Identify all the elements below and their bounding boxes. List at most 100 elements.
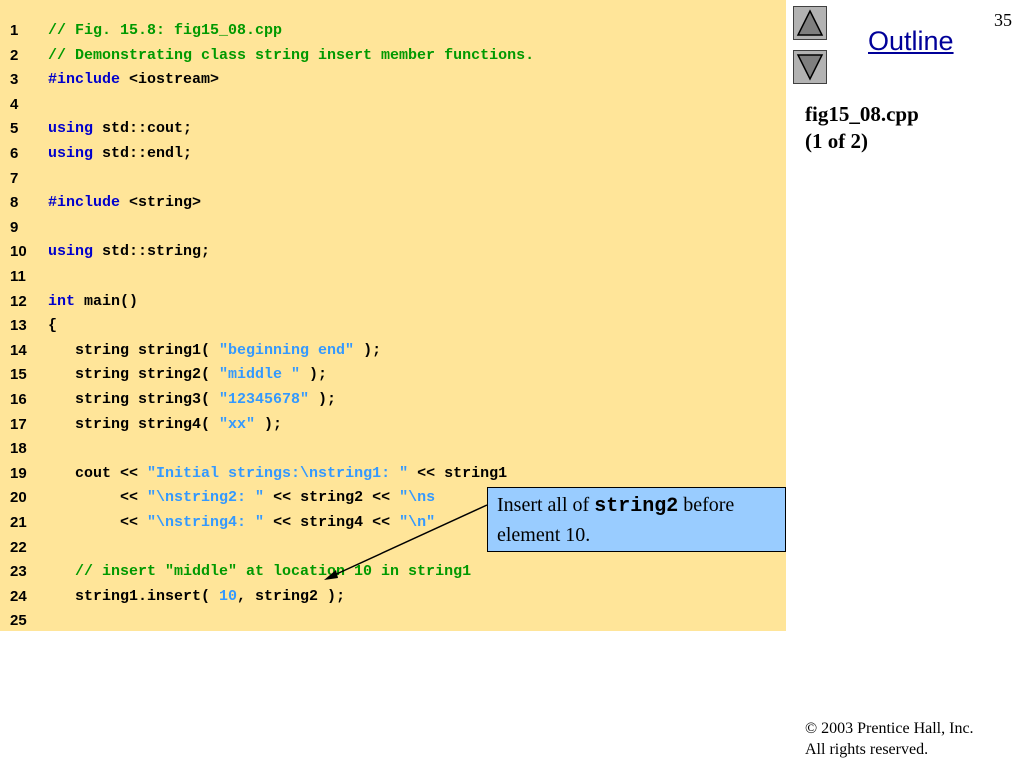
line-number: 6: [10, 145, 19, 162]
code-token: "12345678": [219, 391, 310, 408]
code-token: );: [255, 415, 283, 433]
code-text: // Fig. 15.8: fig15_08.cpp: [48, 19, 282, 43]
previous-slide-button[interactable]: [793, 6, 827, 40]
code-token: << string4 <<: [264, 514, 400, 531]
line-number: 9: [10, 218, 19, 236]
code-token: );: [300, 366, 328, 384]
line-number: 10: [10, 243, 27, 261]
code-token: <<: [48, 489, 148, 507]
code-token: string string2(: [48, 366, 220, 384]
code-text: #include <iostream>: [48, 68, 219, 92]
callout-code: string2: [594, 495, 679, 518]
code-token: main(): [75, 292, 139, 310]
code-token: "middle ": [219, 366, 301, 384]
code-text: // Demonstrating class string insert mem…: [48, 44, 534, 68]
line-number: 20: [10, 489, 27, 507]
code-token: // Fig. 15.8: fig15_08.cpp: [48, 22, 283, 39]
code-token: "beginning end": [219, 341, 355, 359]
line-number: 17: [10, 415, 27, 433]
triangle-down-icon: [796, 54, 824, 81]
line-number: 4: [10, 95, 19, 113]
code-token: string string1(: [48, 341, 220, 359]
code-token: // insert "middle" at location 10 in str…: [48, 563, 472, 581]
callout-text-after: before element 10.: [497, 494, 735, 546]
slide-number: 35: [994, 10, 1012, 30]
line-number: 22: [10, 538, 27, 556]
code-token: "\n": [399, 514, 436, 531]
code-token: "xx": [219, 415, 256, 433]
code-line: 24 string1.insert( 10, string2 );: [0, 585, 786, 609]
code-line: 7: [0, 167, 786, 191]
line-number: 3: [10, 71, 19, 89]
code-text: string string4( "xx" );: [48, 413, 282, 437]
code-line: 12 int main(): [0, 290, 786, 314]
code-token: string string3(: [48, 391, 220, 408]
line-number: 2: [10, 46, 19, 64]
code-text: int main(): [48, 290, 138, 314]
triangle-up-icon: [796, 9, 824, 36]
code-line: 23 // insert "middle" at location 10 in …: [0, 560, 786, 584]
line-number: 12: [10, 292, 27, 310]
code-token: int: [48, 292, 76, 310]
code-text: using std::cout;: [48, 117, 192, 141]
code-line: 10 using std::string;: [0, 240, 786, 264]
code-token: "\nstring4: ": [147, 514, 265, 531]
code-token: << string1: [408, 464, 508, 482]
line-number: 11: [10, 268, 26, 285]
code-token: );: [309, 391, 337, 408]
code-token: "\nstring2: ": [147, 489, 265, 507]
copyright-text: 2003 Prentice Hall, Inc.: [817, 720, 974, 737]
code-token: {: [48, 317, 58, 335]
code-line: 20 << "\nstring2: " << string2 << "\ns: [0, 486, 786, 510]
copyright: © 2003 Prentice Hall, Inc. All rights re…: [805, 718, 974, 760]
line-number: 18: [10, 440, 27, 458]
file-page: (1 of 2): [805, 129, 868, 153]
code-text: // insert "middle" at location 10 in str…: [48, 560, 471, 584]
code-token: #include: [48, 194, 121, 212]
code-token: cout <<: [48, 464, 148, 482]
line-number: 19: [10, 464, 27, 482]
code-text: << "\nstring4: " << string4 << "\n": [48, 511, 435, 535]
code-text: << "\nstring2: " << string2 << "\ns: [48, 486, 435, 510]
code-token: << string2 <<: [264, 489, 400, 507]
code-line: 4: [0, 93, 786, 117]
code-text: #include <string>: [48, 191, 201, 215]
code-token: std::cout;: [93, 120, 193, 138]
code-line: 3 #include <iostream>: [0, 68, 786, 92]
code-line: 1 // Fig. 15.8: fig15_08.cpp: [0, 19, 786, 43]
code-line: 13 {: [0, 314, 786, 338]
line-number: 16: [10, 391, 27, 408]
callout-box: Insert all of string2 before element 10.: [487, 487, 786, 552]
code-line: 15 string string2( "middle " );: [0, 363, 786, 387]
code-text: {: [48, 314, 57, 338]
code-line: 8#include <string>: [0, 191, 786, 215]
copyright-symbol: ©: [805, 720, 818, 737]
code-line: 5 using std::cout;: [0, 117, 786, 141]
code-token: "\ns: [399, 489, 436, 507]
line-number: 5: [10, 120, 19, 138]
line-number: 21: [10, 514, 27, 531]
code-line: 17 string string4( "xx" );: [0, 413, 786, 437]
code-text: string1.insert( 10, string2 );: [48, 585, 345, 609]
outline-link[interactable]: Outline: [868, 26, 954, 56]
file-name: fig15_08.cpp: [805, 102, 919, 126]
code-token: std::string;: [93, 243, 211, 261]
next-slide-button[interactable]: [793, 50, 827, 84]
line-number: 25: [10, 612, 27, 630]
line-number: 1: [10, 22, 19, 39]
line-number: 14: [10, 341, 27, 359]
code-line: 2 // Demonstrating class string insert me…: [0, 44, 786, 68]
code-text: using std::string;: [48, 240, 210, 264]
code-token: // Demonstrating class string insert mem…: [48, 46, 535, 64]
code-token: using: [48, 243, 94, 261]
code-token: , string2 );: [237, 587, 346, 605]
code-text: string string2( "middle " );: [48, 363, 327, 387]
line-number: 13: [10, 317, 27, 335]
code-token: );: [354, 341, 382, 359]
code-token: std::endl;: [93, 145, 193, 162]
code-token: #include: [48, 71, 121, 89]
code-line: 22: [0, 536, 786, 560]
code-text: string string1( "beginning end" );: [48, 339, 381, 363]
code-line: 9: [0, 216, 786, 240]
